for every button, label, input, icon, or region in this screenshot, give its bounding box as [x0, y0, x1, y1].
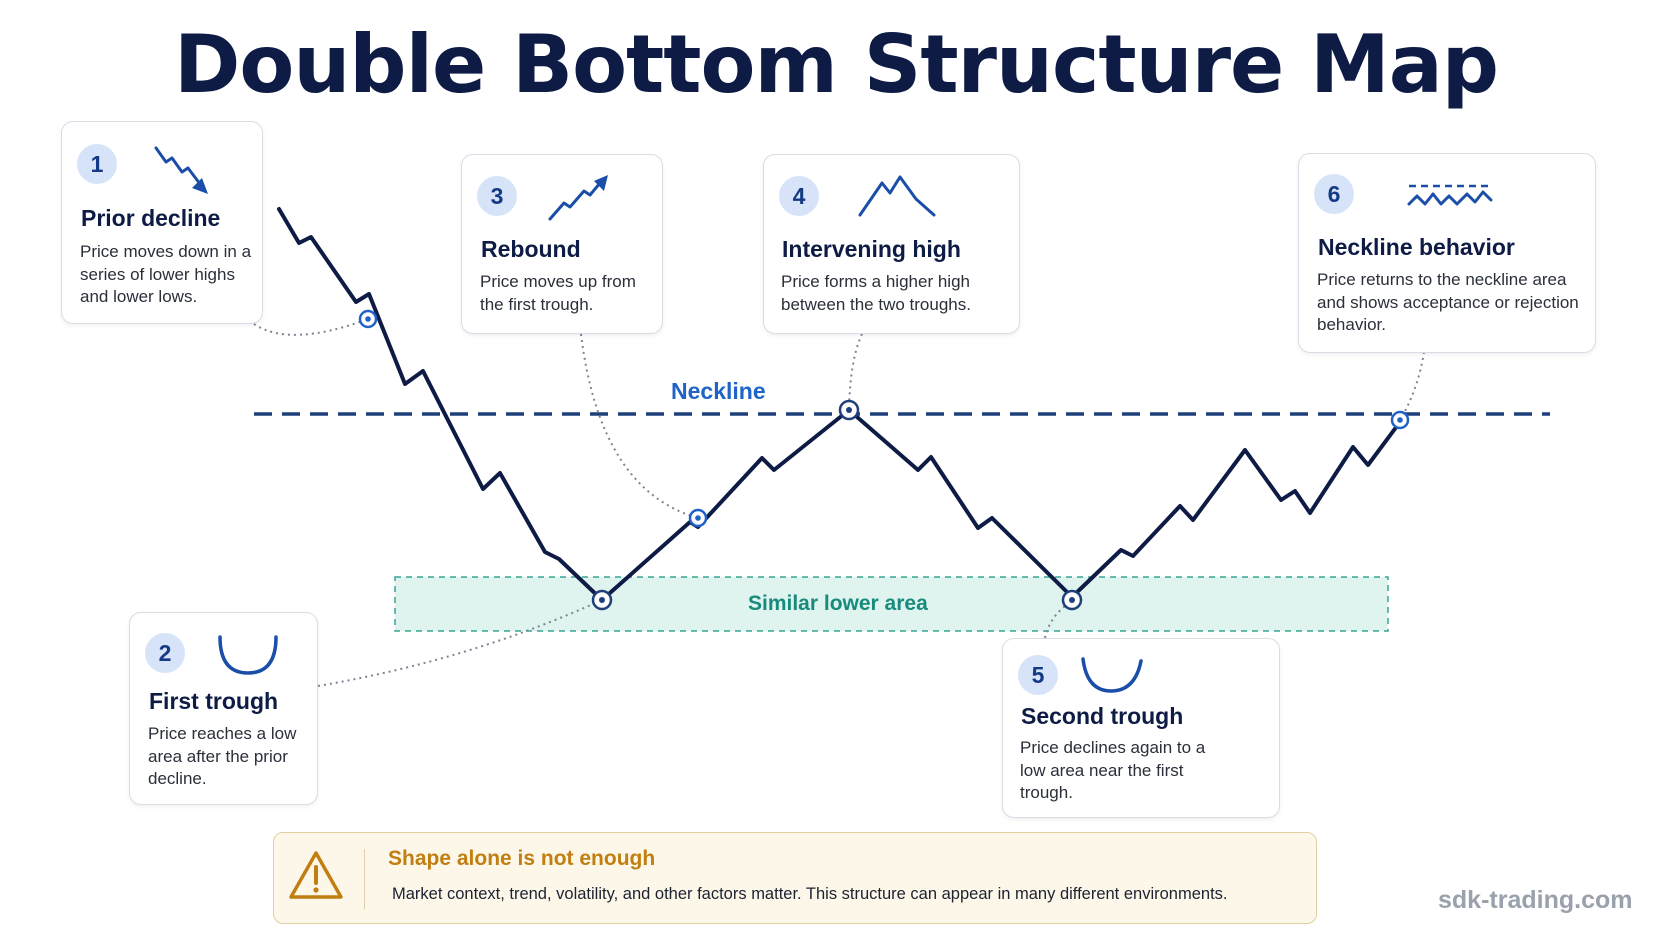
- marker-first-trough: [591, 589, 613, 611]
- step-number: 3: [477, 176, 517, 216]
- card-description: Price forms a higher high between the tw…: [781, 272, 971, 314]
- step-number: 6: [1314, 174, 1354, 214]
- leader-line-1: [253, 318, 369, 336]
- step-number: 1: [77, 144, 117, 184]
- warning-box: Shape alone is not enough Market context…: [273, 832, 1317, 924]
- leader-line-6: [1399, 351, 1425, 421]
- trough-curve-icon: [1081, 657, 1143, 693]
- card-description: Price moves up from the first trough.: [480, 272, 636, 314]
- warning-title: Shape alone is not enough: [388, 847, 656, 870]
- card-rebound: 3 Rebound Price moves up from the first …: [461, 154, 663, 334]
- card-title: Rebound: [481, 236, 581, 262]
- card-title: Second trough: [1021, 703, 1184, 729]
- watermark: sdk-trading.com: [1438, 886, 1633, 914]
- card-description: Price reaches a low area after the prior…: [148, 724, 297, 788]
- peak-icon: [858, 175, 936, 217]
- card-second-trough: 5 Second trough Price declines again to …: [1002, 638, 1280, 818]
- marker-prior-decline: [358, 309, 378, 329]
- marker-neckline-test: [1390, 410, 1410, 430]
- downtrend-arrow-icon: [154, 146, 208, 194]
- leader-line-4: [848, 333, 863, 411]
- card-title: Neckline behavior: [1318, 234, 1515, 260]
- warning-triangle-icon: [289, 851, 343, 899]
- step-number: 2: [145, 633, 185, 673]
- card-title: First trough: [149, 688, 279, 714]
- warning-divider: [364, 849, 365, 909]
- page-title: Double Bottom Structure Map: [173, 18, 1499, 111]
- card-description: Price returns to the neckline area and s…: [1317, 270, 1579, 334]
- neckline-label: Neckline: [671, 378, 766, 404]
- step-number: 5: [1018, 655, 1058, 695]
- card-neckline-behavior: 6 Neckline behavior Price returns to the…: [1298, 153, 1596, 353]
- neckline-zigzag-icon: [1407, 184, 1493, 206]
- card-description: Price moves down in a series of lower hi…: [80, 242, 252, 306]
- marker-second-trough: [1061, 589, 1083, 611]
- marker-rebound: [688, 508, 708, 528]
- card-title: Prior decline: [81, 205, 221, 231]
- card-first-trough: 2 First trough Price reaches a low area …: [129, 612, 318, 805]
- similar-lower-area-label: Similar lower area: [748, 592, 928, 615]
- warning-description: Market context, trend, volatility, and o…: [392, 885, 1228, 903]
- card-intervening-high: 4 Intervening high Price forms a higher …: [763, 154, 1020, 334]
- similar-lower-area-zone: [394, 576, 1389, 632]
- trough-curve-icon: [218, 635, 278, 675]
- card-description: Price declines again to a low area near …: [1020, 738, 1206, 802]
- marker-intervening-high: [838, 399, 860, 421]
- step-number: 4: [779, 176, 819, 216]
- card-title: Intervening high: [782, 236, 961, 262]
- card-prior-decline: 1 Prior decline Price moves down in a se…: [61, 121, 263, 324]
- leader-line-2: [317, 599, 603, 687]
- leader-line-3: [580, 333, 699, 519]
- uptrend-arrow-icon: [548, 175, 608, 221]
